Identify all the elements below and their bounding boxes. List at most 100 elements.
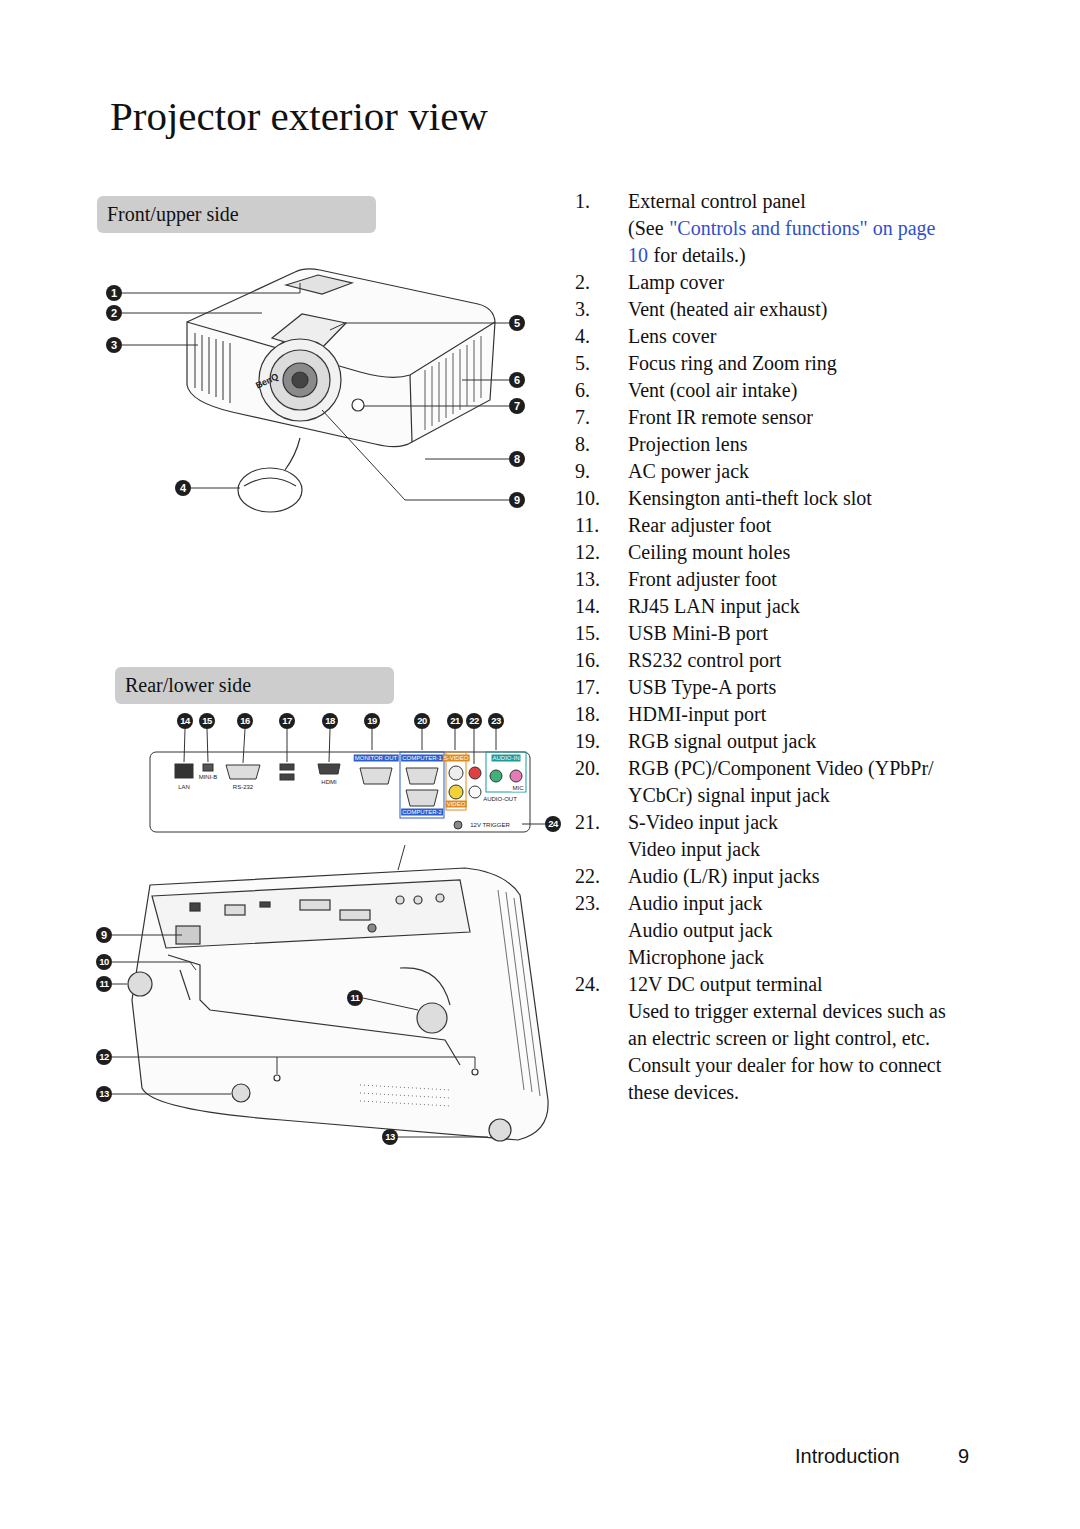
- leader-lines: [122, 283, 509, 500]
- parts-list: 1.External control panel(See"Controls an…: [575, 188, 995, 1106]
- callout-number: 14: [177, 713, 193, 729]
- list-number-cell: 23.: [575, 890, 628, 971]
- list-row: 16.RS232 control port: [575, 647, 995, 674]
- list-row: 1.External control panel(See"Controls an…: [575, 188, 995, 269]
- list-number-cell: 13.: [575, 566, 628, 593]
- list-number-cell: 1.: [575, 188, 628, 269]
- list-number: 21.: [575, 809, 628, 836]
- port-label: MIC: [512, 785, 525, 792]
- list-text: RGB (PC)/Component Video (YPbPr/ YCbCr) …: [628, 755, 963, 809]
- list-number: 24.: [575, 971, 628, 998]
- list-number: 5.: [575, 350, 628, 377]
- list-text-cell: HDMI-input port: [628, 701, 963, 728]
- list-row: 10.Kensington anti-theft lock slot: [575, 485, 995, 512]
- section-heading: Rear/lower side: [125, 674, 251, 697]
- list-text: Audio output jack: [628, 917, 963, 944]
- list-row: 8.Projection lens: [575, 431, 995, 458]
- list-number: 1.: [575, 188, 628, 215]
- list-number-cell: 17.: [575, 674, 628, 701]
- list-text-cell: RGB signal output jack: [628, 728, 963, 755]
- list-text: Rear adjuster foot: [628, 512, 963, 539]
- port-label: VIDEO: [446, 801, 467, 808]
- callout-number: 11: [347, 990, 363, 1006]
- list-row: 3.Vent (heated air exhaust): [575, 296, 995, 323]
- callout-number: 11: [96, 976, 112, 992]
- callout-number: 3: [106, 337, 122, 353]
- list-number: 7.: [575, 404, 628, 431]
- page-footer: Introduction: [795, 1445, 900, 1468]
- reference-text: for details.): [654, 244, 746, 266]
- list-number: 16.: [575, 647, 628, 674]
- list-number-cell: 8.: [575, 431, 628, 458]
- list-text: Kensington anti-theft lock slot: [628, 485, 963, 512]
- list-text-cell: Kensington anti-theft lock slot: [628, 485, 963, 512]
- port-label: COMPUTER-2: [401, 809, 443, 816]
- reference-text: (See: [628, 217, 664, 239]
- list-number: 17.: [575, 674, 628, 701]
- port-label: AUDIO-IN: [492, 755, 521, 762]
- list-number: 23.: [575, 890, 628, 917]
- list-row: 20.RGB (PC)/Component Video (YPbPr/ YCbC…: [575, 755, 995, 809]
- callout-number: 9: [509, 492, 525, 508]
- callout-number: 16: [237, 713, 253, 729]
- list-number: 15.: [575, 620, 628, 647]
- list-text: Lamp cover: [628, 269, 963, 296]
- callout-number: 21: [447, 713, 463, 729]
- list-text-cell: Lens cover: [628, 323, 963, 350]
- list-text: HDMI-input port: [628, 701, 963, 728]
- list-text-cell: Lamp cover: [628, 269, 963, 296]
- list-number-cell: 12.: [575, 539, 628, 566]
- list-row: 11.Rear adjuster foot: [575, 512, 995, 539]
- section-heading: Front/upper side: [107, 203, 239, 226]
- list-row: 13.Front adjuster foot: [575, 566, 995, 593]
- list-text: Video input jack: [628, 836, 963, 863]
- list-text-cell: Vent (cool air intake): [628, 377, 963, 404]
- port-label: HDMI: [320, 779, 337, 786]
- list-text: RGB signal output jack: [628, 728, 963, 755]
- list-number: 8.: [575, 431, 628, 458]
- callout-number: 5: [509, 315, 525, 331]
- list-text: 12V DC output terminal: [628, 971, 963, 998]
- list-text-cell: AC power jack: [628, 458, 963, 485]
- list-text-cell: Front IR remote sensor: [628, 404, 963, 431]
- list-row: 22.Audio (L/R) input jacks: [575, 863, 995, 890]
- list-number-cell: 16.: [575, 647, 628, 674]
- list-text: Front IR remote sensor: [628, 404, 963, 431]
- list-number: 14.: [575, 593, 628, 620]
- list-number: 2.: [575, 269, 628, 296]
- list-number-cell: 3.: [575, 296, 628, 323]
- port-label: RS-232: [232, 784, 254, 791]
- callout-number: 13: [382, 1129, 398, 1145]
- list-number: 22.: [575, 863, 628, 890]
- callout-number: 23: [488, 713, 504, 729]
- list-number: 9.: [575, 458, 628, 485]
- list-text-cell: Front adjuster foot: [628, 566, 963, 593]
- list-number-cell: 22.: [575, 863, 628, 890]
- bottom-leaders: [112, 935, 488, 1137]
- list-text: USB Mini-B port: [628, 620, 963, 647]
- list-row: 15.USB Mini-B port: [575, 620, 995, 647]
- list-number: 20.: [575, 755, 628, 782]
- list-number-cell: 21.: [575, 809, 628, 863]
- rear-panel: [150, 752, 530, 870]
- list-text: Vent (heated air exhaust): [628, 296, 963, 323]
- list-text: RJ45 LAN input jack: [628, 593, 963, 620]
- list-number-cell: 24.: [575, 971, 628, 1106]
- callout-number: 15: [199, 713, 215, 729]
- list-text-cell: RS232 control port: [628, 647, 963, 674]
- list-text-cell: Focus ring and Zoom ring: [628, 350, 963, 377]
- callout-number: 2: [106, 305, 122, 321]
- list-number-cell: 14.: [575, 593, 628, 620]
- list-text-cell: S-Video input jackVideo input jack: [628, 809, 963, 863]
- callout-number: 24: [545, 816, 561, 832]
- list-row: 23.Audio input jackAudio output jackMicr…: [575, 890, 995, 971]
- list-text-cell: Audio input jackAudio output jackMicroph…: [628, 890, 963, 971]
- list-row: 12.Ceiling mount holes: [575, 539, 995, 566]
- list-text: Lens cover: [628, 323, 963, 350]
- port-label: COMPUTER-1: [401, 755, 443, 762]
- list-number: 10.: [575, 485, 628, 512]
- list-text: Used to trigger external devices such as…: [628, 998, 963, 1106]
- list-number: 19.: [575, 728, 628, 755]
- port-label: LAN: [177, 784, 191, 791]
